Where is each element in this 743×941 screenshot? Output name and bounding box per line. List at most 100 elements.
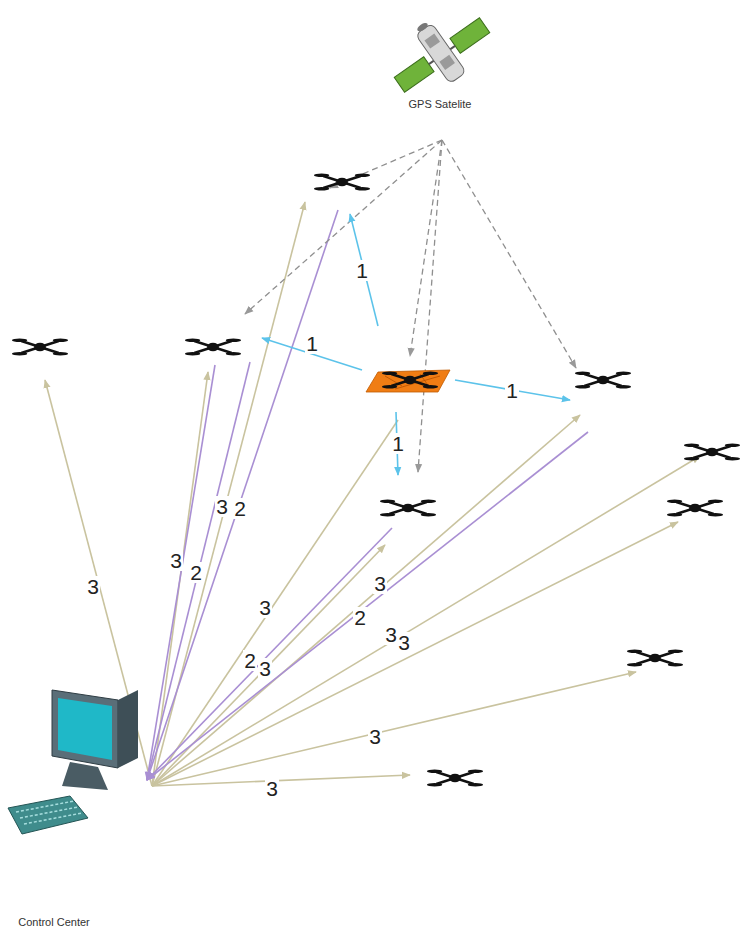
command-link bbox=[152, 545, 385, 786]
drone-body bbox=[706, 448, 718, 457]
callout-number: 3 bbox=[215, 496, 229, 517]
satellite-body bbox=[415, 23, 466, 84]
drone-arm bbox=[194, 341, 231, 353]
swarm-link bbox=[350, 214, 378, 326]
drone-rotor bbox=[616, 372, 631, 375]
drone-rotor bbox=[427, 783, 442, 786]
callout-number: 3 bbox=[384, 624, 398, 645]
monitor-frame bbox=[52, 690, 118, 768]
drone-body bbox=[404, 376, 416, 385]
drone-body bbox=[402, 504, 414, 513]
satellite-icon bbox=[378, 0, 500, 108]
drone-rotor bbox=[314, 174, 329, 177]
monitor-stand bbox=[62, 762, 108, 790]
satellite-detail bbox=[439, 55, 455, 70]
gps-signal bbox=[418, 140, 442, 472]
drone-rotor bbox=[423, 385, 438, 388]
telemetry-link bbox=[147, 432, 588, 780]
drone-icon bbox=[382, 372, 438, 389]
drone-rotor bbox=[725, 444, 740, 447]
drone-icon bbox=[427, 770, 483, 787]
drone-rotor bbox=[627, 663, 642, 666]
drone-rotor bbox=[382, 385, 397, 388]
command-link bbox=[45, 380, 152, 786]
drone-rotor bbox=[468, 770, 483, 773]
monitor-side bbox=[118, 690, 138, 768]
drone-arm bbox=[194, 341, 231, 353]
drone-arm bbox=[391, 374, 428, 386]
solar-panel bbox=[450, 18, 490, 53]
drone-rotor bbox=[380, 500, 395, 503]
command-link bbox=[152, 672, 636, 786]
gps-signal bbox=[330, 140, 442, 188]
telemetry-link bbox=[147, 365, 215, 780]
monitor-screen bbox=[58, 698, 112, 760]
gps-signal bbox=[410, 140, 442, 356]
drone-rotor bbox=[421, 513, 436, 516]
node-text: Control Center bbox=[15, 916, 93, 928]
command-link bbox=[152, 775, 410, 786]
drone-arm bbox=[391, 374, 428, 386]
drone-body bbox=[649, 654, 661, 663]
drone-rotor bbox=[355, 174, 370, 177]
drone-arm bbox=[676, 502, 713, 514]
drone-arm bbox=[389, 502, 426, 514]
satellite-antenna bbox=[416, 21, 429, 33]
callout-number: 3 bbox=[258, 597, 272, 618]
drone-arm bbox=[436, 772, 473, 784]
callout-number: 2 bbox=[233, 498, 247, 519]
drone-rotor bbox=[725, 457, 740, 460]
keyboard-keys bbox=[20, 807, 78, 818]
telemetry-link bbox=[147, 362, 250, 780]
satellite-label: GPS Satelite bbox=[406, 98, 475, 110]
control-center-label: Control Center bbox=[15, 916, 93, 928]
drone-arm bbox=[636, 652, 673, 664]
callout-number: 3 bbox=[169, 550, 183, 571]
drone-rotor bbox=[380, 513, 395, 516]
callout-number: 3 bbox=[265, 778, 279, 799]
drone-icon bbox=[667, 500, 723, 517]
drone-body bbox=[34, 343, 46, 352]
swarm-link bbox=[455, 380, 570, 400]
drone-arm bbox=[693, 446, 730, 458]
satellite-detail bbox=[424, 34, 440, 49]
leader-highlight bbox=[366, 370, 450, 392]
drone-rotor bbox=[684, 444, 699, 447]
callout-number: 3 bbox=[373, 573, 387, 594]
drone-body bbox=[449, 774, 461, 783]
drone-rotor bbox=[427, 770, 442, 773]
drone-rotor bbox=[708, 513, 723, 516]
drone-rotor bbox=[226, 352, 241, 355]
drone-rotor bbox=[355, 187, 370, 190]
drone-arm bbox=[584, 374, 621, 386]
drone-icon bbox=[627, 650, 683, 667]
drone-icon bbox=[314, 174, 370, 191]
drone-icon bbox=[380, 500, 436, 517]
drone-rotor bbox=[708, 500, 723, 503]
drone-icon bbox=[684, 444, 740, 461]
callout-number: 1 bbox=[391, 433, 405, 454]
gps-signal bbox=[245, 140, 442, 314]
telemetry-link bbox=[147, 210, 338, 780]
drone-rotor bbox=[667, 500, 682, 503]
drone-rotor bbox=[575, 372, 590, 375]
drone-arm bbox=[323, 176, 360, 188]
drone-body bbox=[597, 376, 609, 385]
solar-panel bbox=[394, 57, 434, 92]
telemetry-link bbox=[147, 528, 392, 780]
drone-rotor bbox=[684, 457, 699, 460]
drone-icon bbox=[185, 339, 241, 356]
callout-number: 3 bbox=[368, 726, 382, 747]
node-text: GPS Satelite bbox=[406, 98, 475, 110]
drone-body bbox=[689, 504, 701, 513]
drone-rotor bbox=[423, 372, 438, 375]
drone-rotor bbox=[421, 500, 436, 503]
drone-arm bbox=[693, 446, 730, 458]
drone-icon bbox=[575, 372, 631, 389]
keyboard-keys bbox=[16, 801, 74, 812]
drone-arm bbox=[636, 652, 673, 664]
gps-signal bbox=[442, 140, 576, 368]
drone-rotor bbox=[53, 352, 68, 355]
drone-rotor bbox=[668, 663, 683, 666]
